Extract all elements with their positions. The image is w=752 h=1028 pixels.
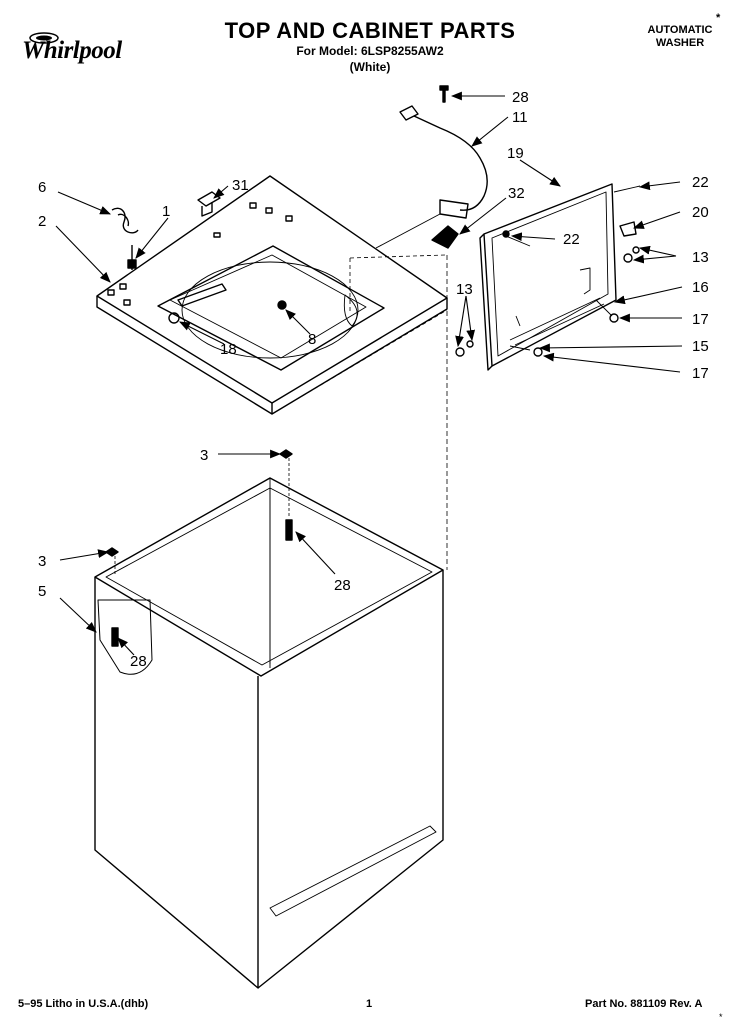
part-11-cord (375, 105, 488, 249)
part-32-switch (349, 225, 459, 570)
callout-31: 31 (232, 177, 249, 194)
footer-page-number: 1 (366, 998, 373, 1010)
callout-17-upper: 17 (692, 311, 709, 328)
callout-20: 20 (692, 204, 709, 221)
callout-16: 16 (692, 279, 709, 296)
model-color: (White) (349, 60, 391, 74)
part-28-top-screw (439, 85, 449, 103)
callout-2: 2 (38, 213, 46, 230)
callout-22-panel: 22 (563, 231, 580, 248)
callout-13-right: 13 (692, 249, 709, 266)
callout-3-lower: 3 (38, 553, 46, 570)
logo-swoosh-icon (29, 32, 59, 44)
callout-17-lower: 17 (692, 365, 709, 382)
part-19-control-panel (455, 183, 641, 371)
callout-11: 11 (512, 109, 528, 126)
callout-19: 19 (507, 145, 524, 162)
callout-22-right: 22 (692, 174, 709, 191)
callout-8: 8 (308, 331, 316, 348)
whirlpool-logo (18, 30, 168, 74)
footer-litho: 5–95 Litho in U.S.A.(dhb) (18, 998, 149, 1010)
callout-6: 6 (38, 179, 46, 196)
callout-32: 32 (508, 185, 525, 202)
callout-5: 5 (38, 583, 46, 600)
callout-3-upper: 3 (200, 447, 208, 464)
callout-28-low: 28 (130, 653, 147, 670)
washer-top-panel (96, 175, 448, 415)
callout-15: 15 (692, 338, 709, 355)
brand-name: Whirlpool (22, 37, 122, 64)
part-1-screw (127, 245, 137, 270)
corner-mark: * (716, 12, 721, 24)
product-type-line2: WASHER (655, 37, 705, 49)
callout-13-left: 13 (456, 281, 473, 298)
product-type-line1: AUTOMATIC (647, 24, 713, 36)
callout-1: 1 (162, 203, 170, 220)
part-5-cabinet (94, 449, 444, 989)
page-title: TOP AND CABINET PARTS (224, 18, 516, 43)
part-6-clip (111, 207, 139, 234)
callout-18: 18 (220, 341, 237, 358)
model-number: For Model: 6LSP8255AW2 (296, 44, 444, 58)
callout-28-mid: 28 (334, 577, 351, 594)
footer-part-number: Part No. 881109 Rev. A (585, 998, 703, 1010)
footer-mark: * (719, 1012, 723, 1022)
callout-28-top: 28 (512, 89, 529, 106)
